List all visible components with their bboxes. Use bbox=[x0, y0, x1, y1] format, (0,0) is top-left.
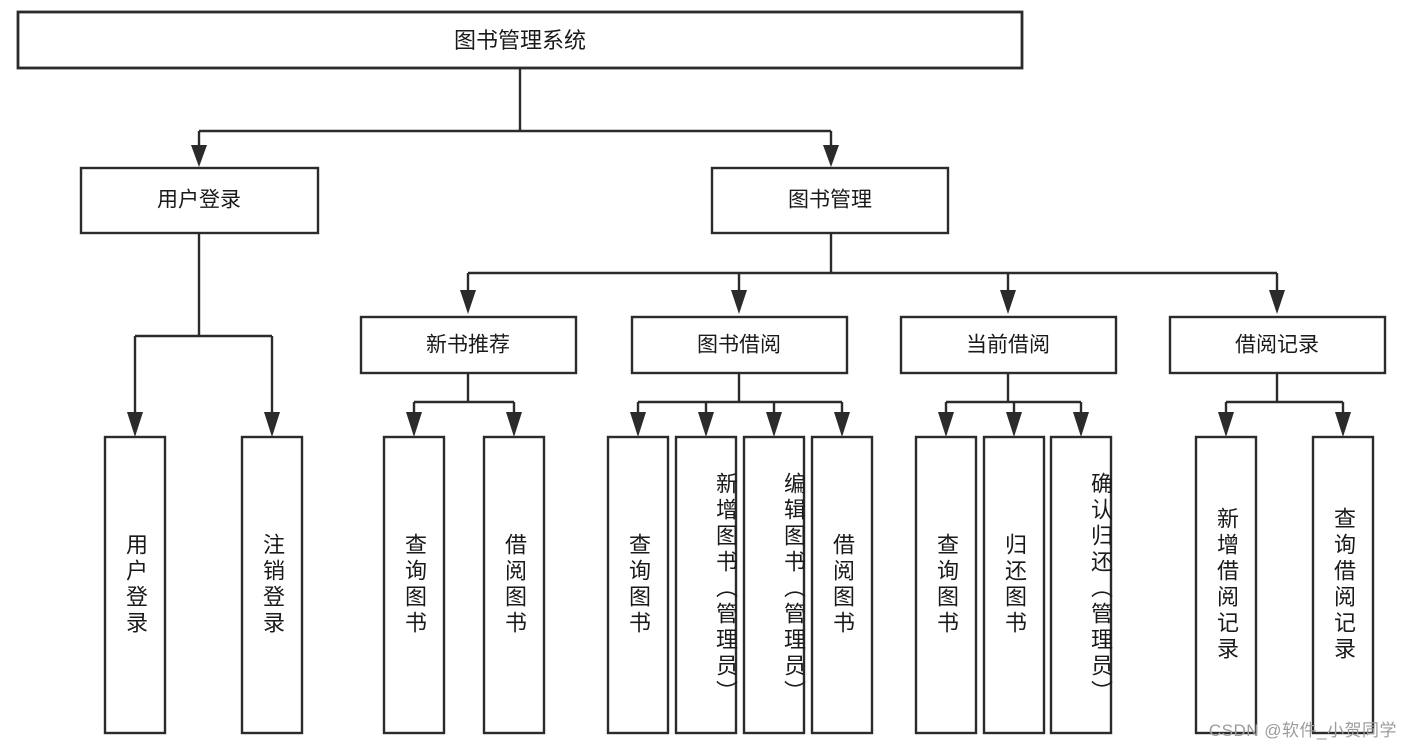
node-new-book-recommend-box[interactable] bbox=[359, 315, 578, 375]
leaf-box-bb-query-book[interactable] bbox=[606, 435, 670, 735]
node-current-borrow-label: 当前借阅 bbox=[966, 334, 1050, 357]
node-book-management-box[interactable] bbox=[710, 166, 950, 235]
arrow-head-br-leaf1 bbox=[1218, 412, 1234, 437]
leaf-box-bb-borrow-book[interactable] bbox=[810, 435, 874, 735]
arrow-head-cb-leaf2 bbox=[1006, 412, 1022, 437]
node-book-borrow-box[interactable] bbox=[630, 315, 849, 375]
leaf-box-user-login[interactable] bbox=[103, 435, 167, 735]
leaf-box-bb-add-book[interactable] bbox=[674, 435, 738, 735]
leaf-box-bb-edit-book[interactable] bbox=[742, 435, 806, 735]
arrow-head-book-mgmt bbox=[823, 145, 839, 167]
arrow-head-br-leaf2 bbox=[1335, 412, 1351, 437]
node-borrow-record-box[interactable] bbox=[1168, 315, 1387, 375]
arrow-head-user-login bbox=[191, 145, 207, 167]
node-user-login[interactable]: 用户登录 bbox=[79, 166, 320, 235]
node-root[interactable]: 图书管理系统 bbox=[16, 10, 1024, 70]
watermark-text: CSDN @软件_小贺同学 bbox=[1208, 721, 1397, 740]
connector-group-user-login bbox=[127, 233, 280, 437]
node-book-borrow-label: 图书借阅 bbox=[697, 334, 781, 357]
node-borrow-record[interactable]: 借阅记录 bbox=[1168, 315, 1387, 375]
node-user-login-label: 用户登录 bbox=[157, 189, 241, 212]
arrow-head-current-borrow bbox=[1000, 290, 1016, 314]
leaf-box-br-add-record[interactable] bbox=[1194, 435, 1258, 735]
leaf-box-br-query-record[interactable] bbox=[1311, 435, 1375, 735]
node-book-management-label: 图书管理 bbox=[788, 189, 872, 212]
arrow-head-nb-leaf1 bbox=[406, 412, 422, 437]
leaf-boxes-borrow-record bbox=[1194, 435, 1375, 735]
connector-group-book-mgmt bbox=[460, 233, 1285, 314]
arrow-head-bb-leaf4 bbox=[834, 412, 850, 437]
leaf-box-nb-borrow-book[interactable] bbox=[482, 435, 546, 735]
leaf-box-nb-query-book[interactable] bbox=[382, 435, 446, 735]
leaf-boxes-book-borrow bbox=[606, 435, 874, 735]
node-root-box[interactable] bbox=[16, 10, 1024, 70]
connector-group-book-borrow bbox=[630, 373, 850, 437]
node-book-management[interactable]: 图书管理 bbox=[710, 166, 950, 235]
connector-group-root bbox=[191, 68, 839, 167]
arrow-head-new-book bbox=[460, 290, 476, 314]
node-current-borrow-box[interactable] bbox=[899, 315, 1118, 375]
arrow-head-bb-leaf2 bbox=[698, 412, 714, 437]
arrow-head-borrow-record bbox=[1269, 290, 1285, 314]
node-current-borrow[interactable]: 当前借阅 bbox=[899, 315, 1118, 375]
node-root-label: 图书管理系统 bbox=[454, 28, 586, 53]
arrow-head-bb-leaf1 bbox=[630, 412, 646, 437]
arrow-head-cb-leaf3 bbox=[1073, 412, 1089, 437]
node-book-borrow[interactable]: 图书借阅 bbox=[630, 315, 849, 375]
leaf-box-cb-query-book[interactable] bbox=[914, 435, 978, 735]
leaf-box-cb-return-book[interactable] bbox=[982, 435, 1046, 735]
leaf-boxes-current-borrow bbox=[914, 435, 1113, 735]
node-borrow-record-label: 借阅记录 bbox=[1235, 334, 1319, 357]
arrow-head-cb-leaf1 bbox=[938, 412, 954, 437]
leaf-boxes-user-login bbox=[103, 435, 304, 735]
connector-group-new-book bbox=[406, 373, 522, 437]
leaf-boxes-new-book-recommend bbox=[382, 435, 546, 735]
connector-group-current-borrow bbox=[938, 373, 1089, 437]
arrow-head-book-borrow bbox=[731, 290, 747, 314]
node-new-book-recommend-label: 新书推荐 bbox=[426, 334, 510, 357]
arrow-head-bb-leaf3 bbox=[766, 412, 782, 437]
node-new-book-recommend[interactable]: 新书推荐 bbox=[359, 315, 578, 375]
arrow-head-nb-leaf2 bbox=[506, 412, 522, 437]
leaf-box-logout[interactable] bbox=[240, 435, 304, 735]
arrow-head-leaf-user-login bbox=[127, 412, 143, 437]
node-user-login-box[interactable] bbox=[79, 166, 320, 235]
arrow-head-leaf-logout bbox=[264, 412, 280, 437]
connector-group-borrow-record bbox=[1218, 373, 1351, 437]
leaf-box-cb-confirm-return[interactable] bbox=[1049, 435, 1113, 735]
